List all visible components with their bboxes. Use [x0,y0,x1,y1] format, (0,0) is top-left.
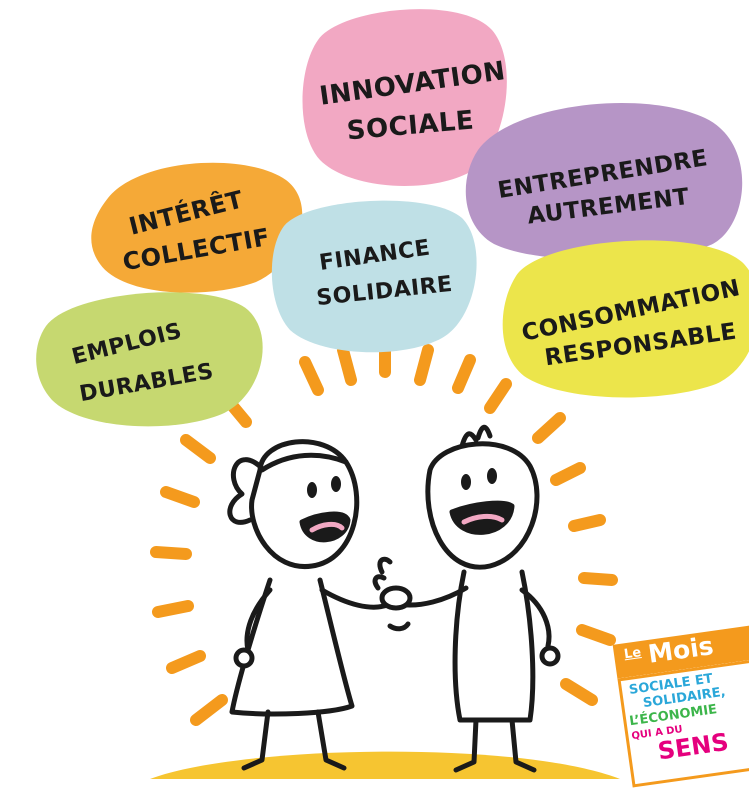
bubble-innovation-sociale [302,9,507,186]
ground [150,751,620,779]
girl-figure [227,439,393,771]
boy-figure [395,424,561,773]
mois-ess-badge: Le Mois SOCIALE ET SOLIDAIRE, L’ÉCONOMIE… [611,612,749,791]
bubble-entreprendre-autrement [465,102,743,261]
badge-le: Le [623,645,643,663]
bubble-finance-solidaire [271,200,477,353]
bubble-consommation-responsable [502,240,749,398]
handshake [372,556,413,632]
bubble-interet-collectif [91,162,303,293]
bubble-emplois-durables [36,292,263,427]
